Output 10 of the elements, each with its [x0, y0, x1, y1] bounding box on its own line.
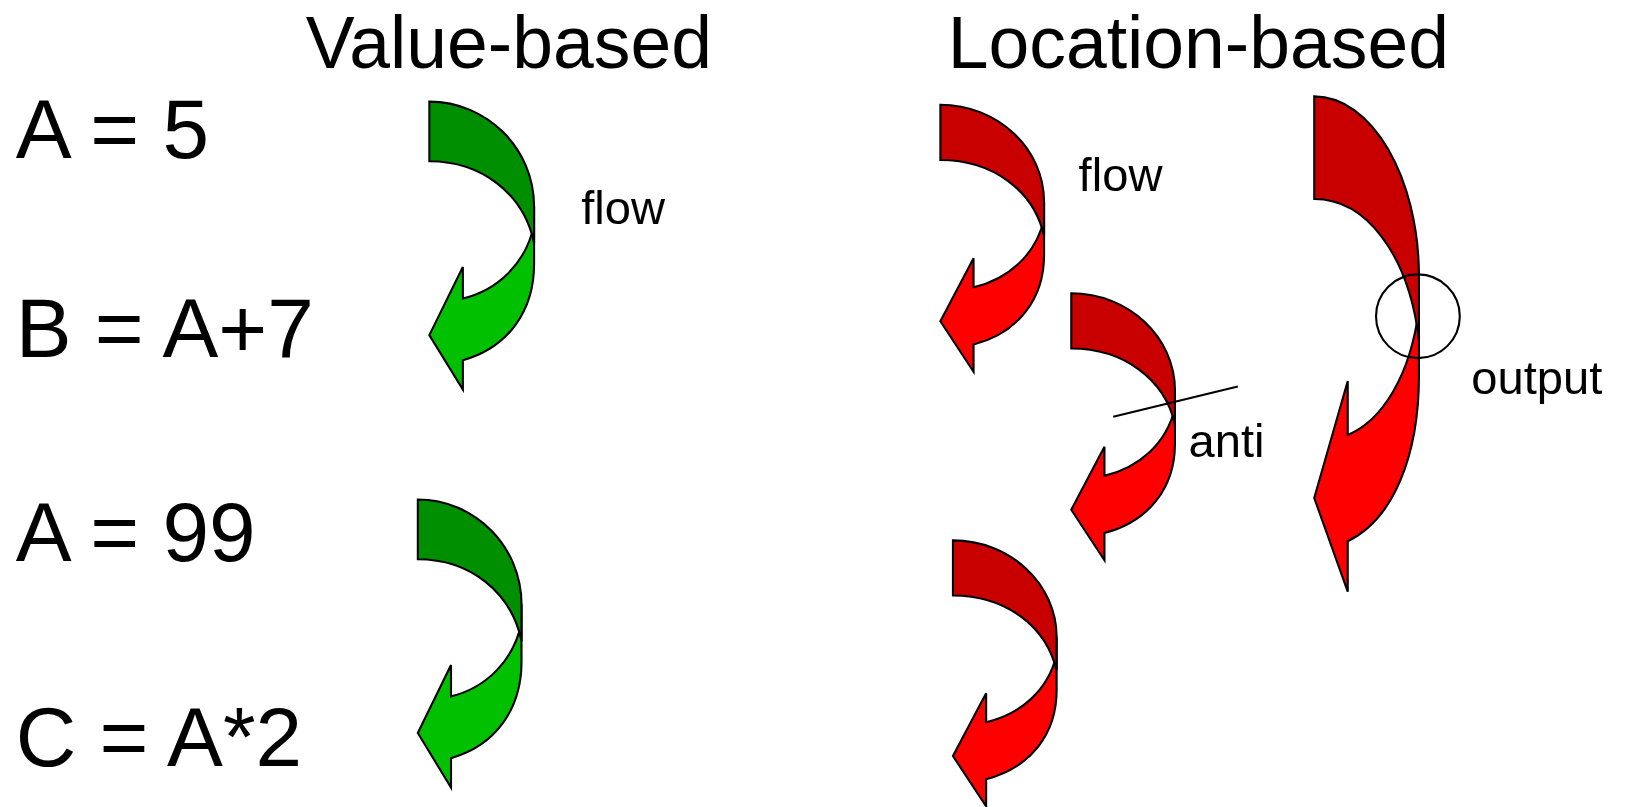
heading: Value-based [305, 6, 712, 80]
code-statement: A = 99 [15, 491, 256, 575]
code-statement: A = 5 [15, 87, 210, 172]
arrow-label: output [1471, 353, 1603, 402]
arrow-label: anti [1188, 416, 1265, 464]
arrow-label: flow [581, 184, 665, 232]
code-statement: C = A*2 [15, 695, 303, 780]
heading: Location-based [947, 6, 1449, 80]
code-statement: B = A+7 [15, 286, 314, 371]
arrow-label: flow [1078, 150, 1163, 198]
